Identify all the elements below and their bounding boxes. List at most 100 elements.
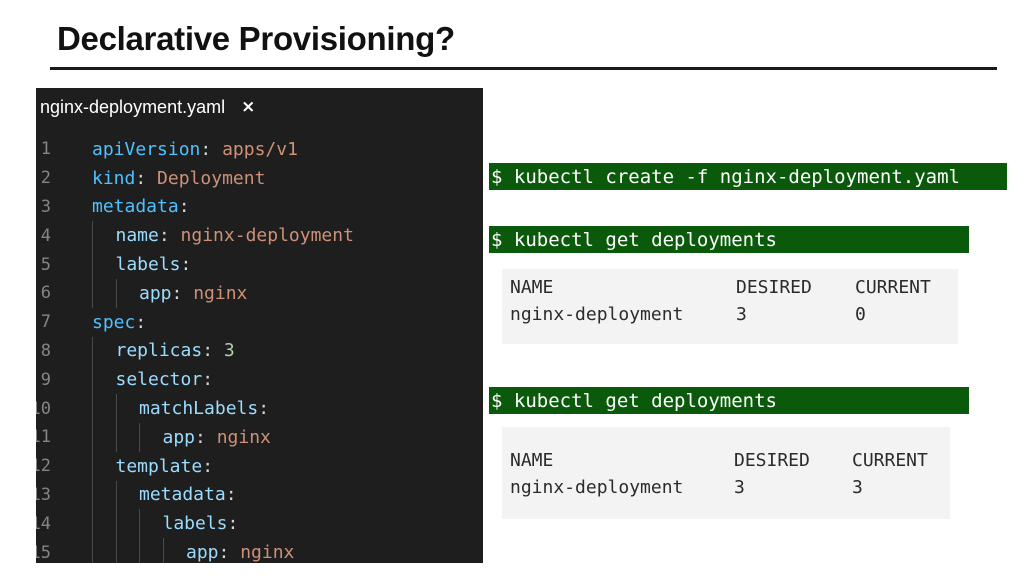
yaml-colon: : (258, 398, 270, 420)
line-number: 8 (40, 340, 51, 361)
yaml-key: app (162, 426, 196, 448)
output-header-current: CURRENT (855, 277, 931, 298)
yaml-key: name (115, 225, 159, 247)
line-number: 1 (40, 139, 51, 160)
line-number: 12 (36, 456, 51, 477)
code-text: spec: (92, 312, 146, 333)
code-line: 8 replicas: 3 (36, 336, 483, 366)
yaml-key: matchLabels (139, 398, 259, 420)
yaml-value: Deployment (157, 167, 266, 189)
command-get-second: $ kubectl get deployments (489, 387, 969, 414)
yaml-colon: : (135, 311, 147, 333)
yaml-key: labels (162, 513, 228, 535)
output-header-row: NAME DESIRED CURRENT (510, 277, 931, 382)
output-cell-desired: 3 (734, 477, 745, 498)
command-create: $ kubectl create -f nginx-deployment.yam… (489, 163, 1007, 190)
yaml-key: kind (92, 167, 136, 189)
code-text: app: nginx (163, 427, 271, 448)
code-line: 14labels: (36, 509, 483, 539)
code-text: template: (116, 456, 214, 477)
output-header-row: NAME DESIRED CURRENT (510, 450, 928, 555)
yaml-key: metadata (139, 484, 226, 506)
yaml-value: 3 (223, 340, 235, 362)
yaml-colon: : (200, 138, 223, 160)
code-line: 4 name: nginx-deployment (36, 221, 483, 251)
yaml-colon: : (225, 484, 237, 506)
code-line: 10matchLabels: (36, 394, 483, 423)
yaml-value: nginx (240, 542, 295, 563)
code-line: 5 labels: (36, 250, 483, 279)
yaml-colon: : (158, 225, 181, 247)
indent-guide (92, 451, 93, 481)
indent-guide (92, 221, 93, 251)
yaml-key: labels (115, 254, 181, 276)
indent-guide (115, 394, 117, 423)
code-line: 15app: nginx (36, 538, 483, 563)
indent-guide (115, 278, 117, 308)
indent-guide (92, 250, 93, 279)
output-header-current: CURRENT (852, 450, 928, 471)
yaml-colon: : (218, 542, 241, 563)
code-text: name: nginx-deployment (116, 225, 354, 246)
indent-guide (92, 538, 93, 563)
code-text: app: nginx (186, 542, 294, 563)
line-number: 6 (40, 283, 51, 304)
yaml-value: apps/v1 (222, 138, 298, 160)
code-line: 11 app: nginx (36, 422, 483, 452)
code-editor: nginx-deployment.yaml × 1 apiVersion: app… (36, 88, 483, 563)
yaml-key: template (115, 455, 203, 477)
code-line: 13 metadata: (36, 480, 483, 510)
yaml-colon: : (202, 455, 214, 477)
yaml-colon: : (202, 369, 214, 391)
indent-guide (115, 509, 117, 539)
editor-tab[interactable]: nginx-deployment.yaml × (36, 88, 288, 126)
yaml-colon: : (171, 282, 194, 304)
yaml-colon: : (195, 426, 217, 448)
code-text: apiVersion: apps/v1 (92, 139, 298, 160)
indent-guide (139, 538, 140, 563)
output-cell-desired: 3 (736, 304, 747, 325)
code-text: app: nginx (139, 283, 247, 304)
yaml-value: nginx (193, 282, 248, 304)
output-header-desired: DESIRED (734, 450, 810, 471)
code-text: replicas: 3 (116, 340, 235, 361)
yaml-value: nginx (216, 426, 271, 448)
indent-guide (162, 538, 164, 563)
code-text: labels: (163, 513, 239, 534)
close-icon[interactable]: × (241, 97, 256, 117)
indent-guide (92, 480, 93, 510)
yaml-value: nginx-deployment (180, 225, 354, 247)
indent-guide (115, 538, 117, 563)
line-number: 2 (40, 168, 51, 189)
output-data-row: nginx-deployment 3 0 (510, 304, 866, 409)
line-number: 11 (36, 427, 51, 448)
output-second: NAME DESIRED CURRENT nginx-deployment 3 … (502, 427, 950, 519)
output-cell-name: nginx-deployment (510, 304, 684, 325)
indent-guide (92, 278, 93, 308)
yaml-key: app (139, 282, 172, 304)
line-number: 5 (40, 254, 51, 275)
line-number: 4 (40, 225, 51, 246)
output-header-desired: DESIRED (736, 277, 812, 298)
indent-guide (139, 422, 140, 452)
code-text: selector: (116, 369, 214, 390)
indent-guide (115, 480, 117, 510)
command-get-first: $ kubectl get deployments (489, 226, 969, 253)
indent-guide (92, 365, 93, 395)
yaml-key: selector (115, 369, 203, 391)
line-number: 13 (36, 484, 51, 505)
yaml-colon: : (180, 254, 192, 276)
output-header-name: NAME (510, 277, 554, 298)
indent-guide (115, 422, 117, 452)
code-text: labels: (116, 254, 192, 275)
indent-guide (92, 422, 93, 452)
output-data-row: nginx-deployment 3 3 (510, 477, 863, 576)
editor-tab-name: nginx-deployment.yaml (40, 96, 226, 117)
yaml-key: replicas (115, 340, 203, 362)
yaml-key: metadata (92, 196, 179, 218)
